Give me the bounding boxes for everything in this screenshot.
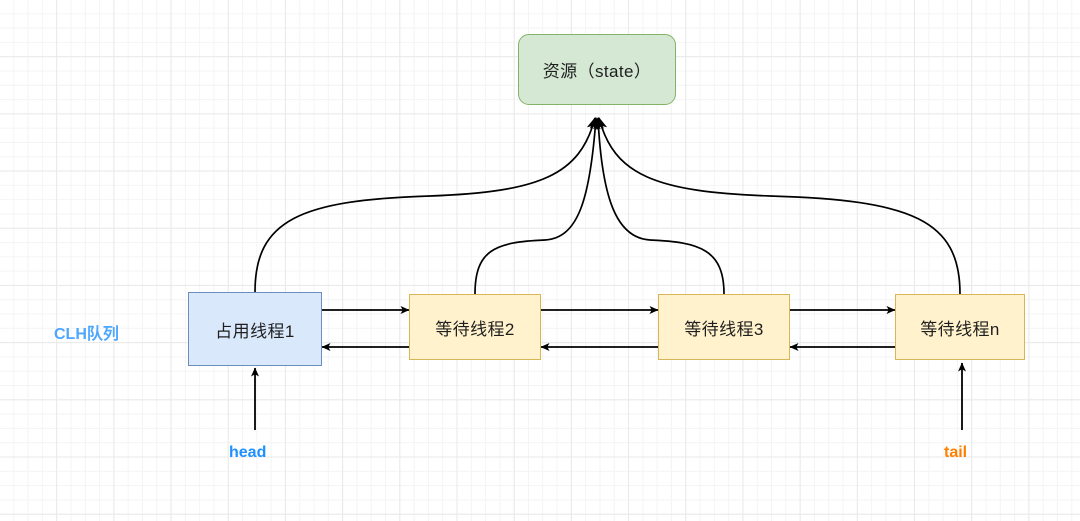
head-pointer-label: head	[229, 444, 267, 461]
queue-node-waiting-threadn[interactable]: 等待线程n	[895, 294, 1025, 360]
queue-node-waiting-thread3[interactable]: 等待线程3	[658, 294, 790, 360]
queue-node-label: 等待线程2	[435, 319, 515, 339]
queue-node-label: 占用线程1	[215, 321, 295, 341]
queue-node-label: 等待线程n	[920, 319, 1000, 339]
tail-pointer-label: tail	[944, 444, 968, 461]
queue-node-waiting-thread2[interactable]: 等待线程2	[409, 294, 541, 360]
queue-node-label: 等待线程3	[684, 319, 764, 339]
edge-node2-to-resource	[474, 117, 601, 295]
resource-node[interactable]: 资源（state）	[518, 34, 676, 105]
resource-node-label: 资源（state）	[542, 62, 652, 81]
queue-node-owner-thread1[interactable]: 占用线程1	[188, 292, 322, 366]
edge-noden-to-resource	[596, 117, 961, 295]
edge-node1-to-resource	[254, 117, 598, 293]
edge-node3-to-resource	[593, 117, 725, 295]
clh-queue-label: CLH队列	[54, 326, 119, 343]
